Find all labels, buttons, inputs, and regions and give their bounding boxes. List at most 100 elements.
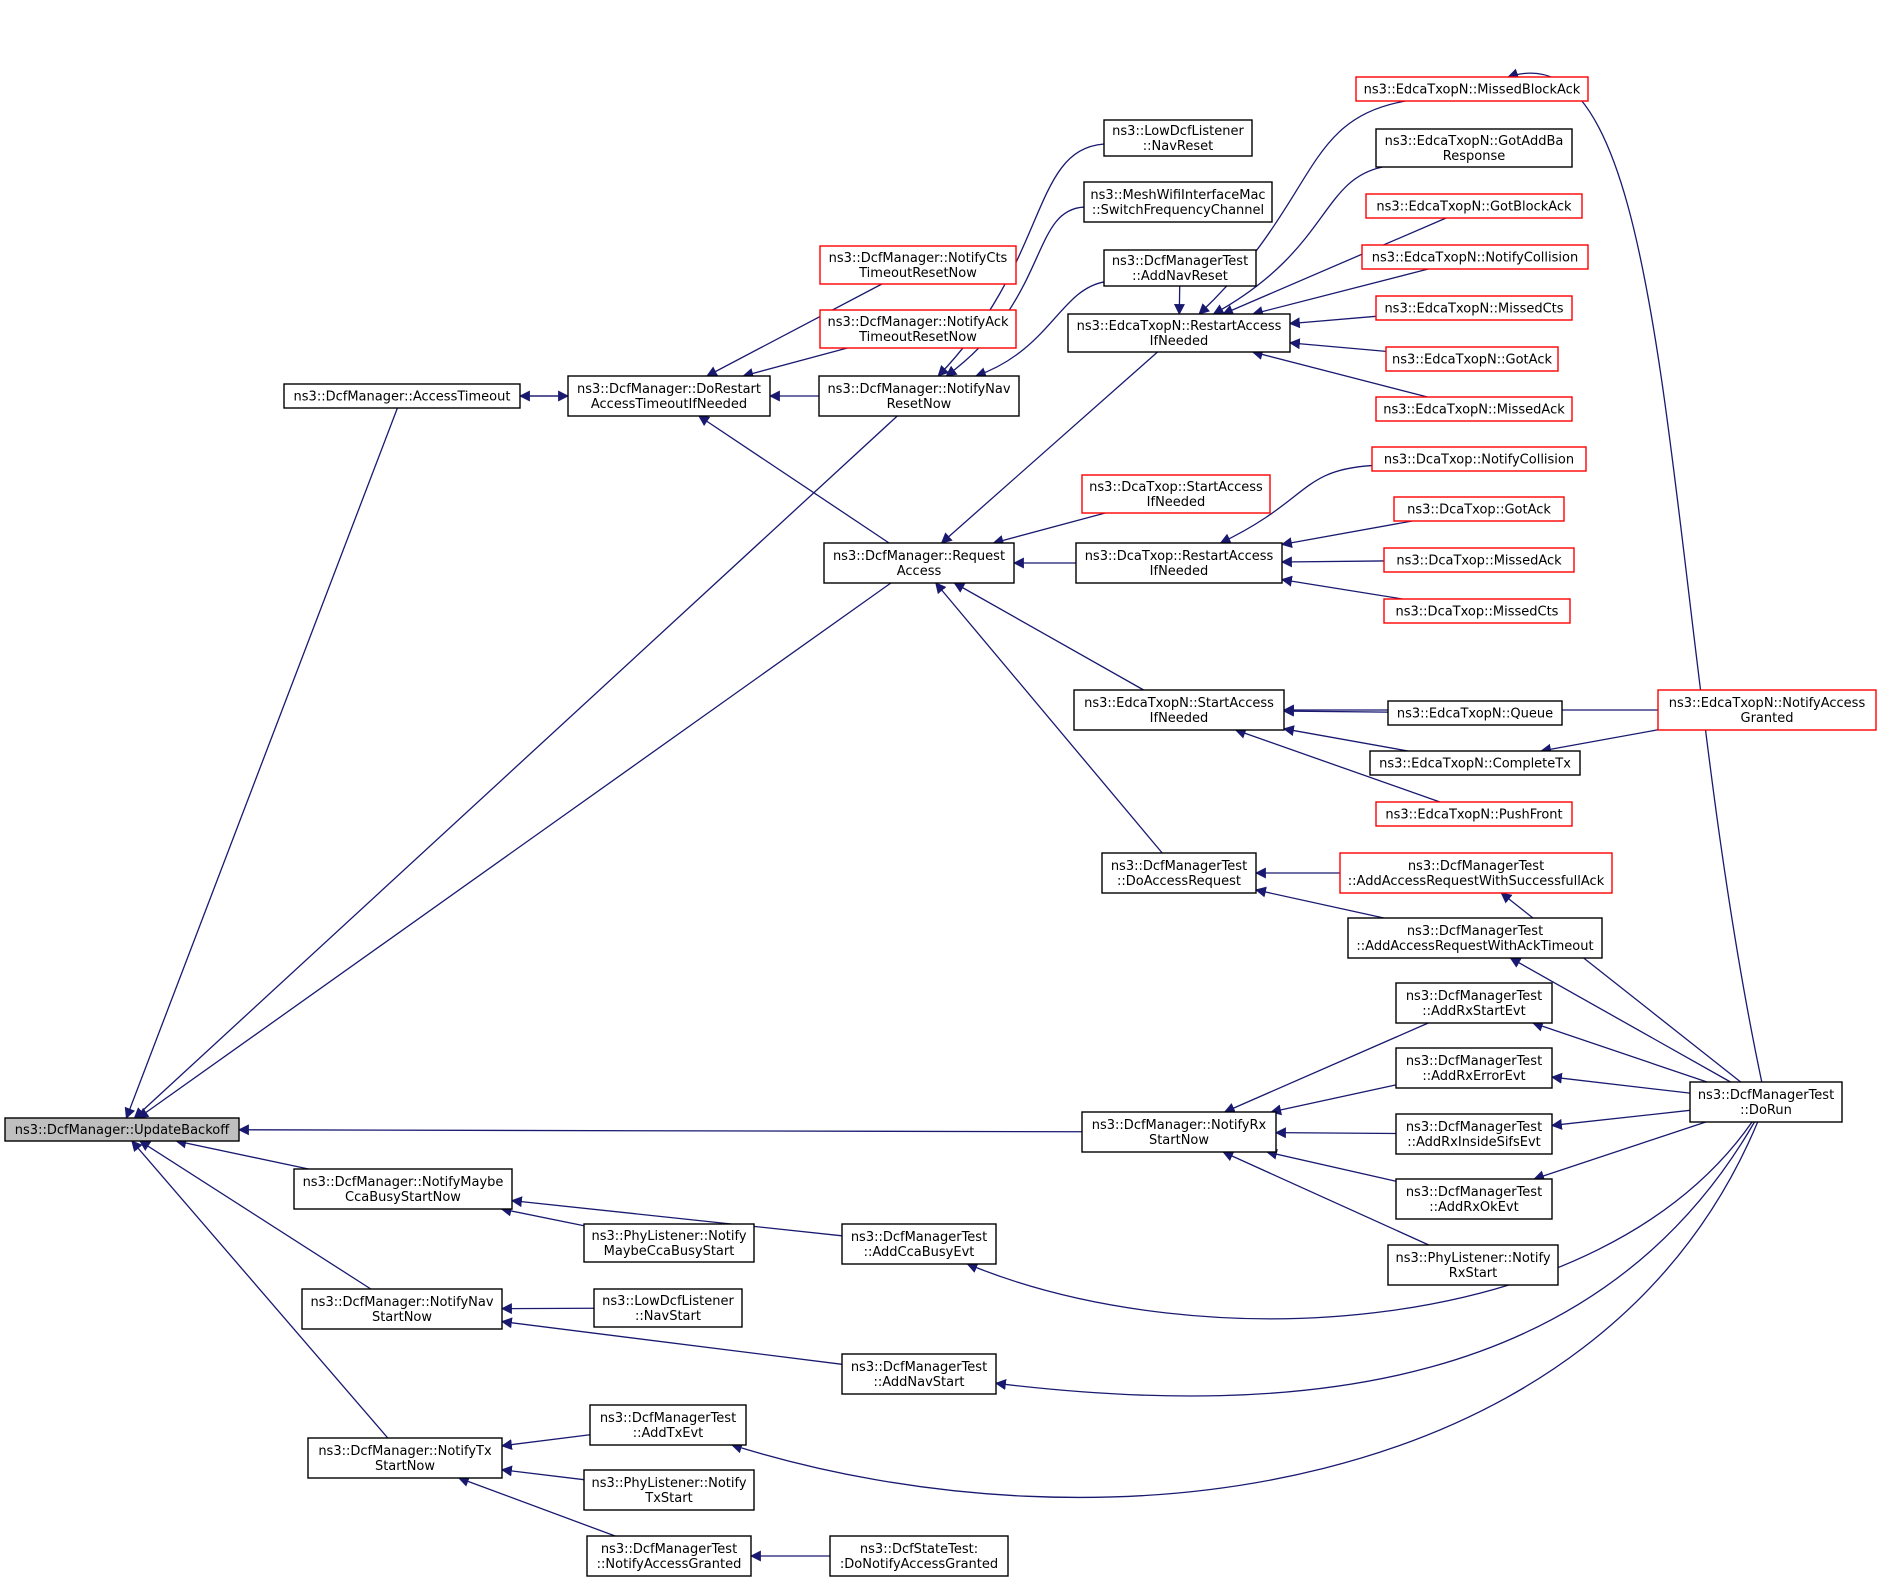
node-doaccessrequest[interactable]: ns3::DcfManagerTest::DoAccessRequest [1101,852,1257,894]
node-addaccessacktimeout[interactable]: ns3::DcfManagerTest::AddAccessRequestWit… [1347,917,1603,959]
edge-edcagotaddba-to-edcarestart [1212,166,1383,315]
node-phymaybecca[interactable]: ns3::PhyListener::NotifyMaybeCcaBusyStar… [583,1223,755,1263]
node-accesstimeout[interactable]: ns3::DcfManager::AccessTimeout [283,383,521,409]
node-addccabusy[interactable]: ns3::DcfManagerTest::AddCcaBusyEvt [841,1223,997,1265]
edge-addnavstart-to-notifynavstart [500,1317,843,1365]
node-edcaqueue[interactable]: ns3::EdcaTxopN::Queue [1387,700,1563,726]
node-box [1073,689,1285,731]
node-meshswitch[interactable]: ns3::MeshWifiInterfaceMac::SwitchFrequen… [1083,181,1273,223]
node-box [1393,496,1565,522]
node-dcamissedcts[interactable]: ns3::DcaTxop::MissedCts [1383,598,1571,624]
node-addtxevt[interactable]: ns3::DcfManagerTest::AddTxEvt [589,1404,747,1446]
node-label: Access [897,564,942,579]
node-edcapushfront[interactable]: ns3::EdcaTxopN::PushFront [1375,801,1573,827]
node-donotifyaccess[interactable]: ns3::DcfStateTest::DoNotifyAccessGranted [829,1535,1009,1577]
node-notifyaccessgranted[interactable]: ns3::DcfManagerTest::NotifyAccessGranted [586,1535,752,1577]
node-box [823,542,1015,584]
node-edcagotblockack[interactable]: ns3::EdcaTxopN::GotBlockAck [1365,193,1583,219]
node-notifycts[interactable]: ns3::DcfManager::NotifyCtsTimeoutResetNo… [819,245,1017,285]
node-box [1375,295,1573,321]
node-addnavstart[interactable]: ns3::DcfManagerTest::AddNavStart [841,1353,997,1395]
node-label: TimeoutResetNow [858,266,977,281]
node-addrxinsidesifs[interactable]: ns3::DcfManagerTest::AddRxInsideSifsEvt [1395,1113,1553,1155]
edge-dorun-to-addrxstart [1531,1020,1708,1083]
node-addrxstart[interactable]: ns3::DcfManagerTest::AddRxStartEvt [1395,982,1553,1024]
node-box [1385,346,1559,372]
node-label: IfNeeded [1147,495,1206,510]
node-edcacompletetx[interactable]: ns3::EdcaTxopN::CompleteTx [1369,750,1581,776]
node-dcanotifycoll[interactable]: ns3::DcaTxop::NotifyCollision [1371,446,1587,472]
node-label: ns3::EdcaTxopN::StartAccess [1084,696,1274,711]
node-label: ns3::DcfManagerTest [1406,1185,1542,1200]
node-label: ns3::DcfManagerTest [1406,1054,1542,1069]
edge-edcastart-to-requestaccess [953,582,1144,691]
node-box [583,1223,755,1263]
node-root[interactable]: ns3::DcfManager::UpdateBackoff [4,1117,240,1142]
node-edcamissedack[interactable]: ns3::EdcaTxopN::MissedAck [1375,396,1573,422]
node-edcanotifyaccess[interactable]: ns3::EdcaTxopN::NotifyAccessGranted [1657,689,1877,731]
node-addaccesssuccess[interactable]: ns3::DcfManagerTest::AddAccessRequestWit… [1339,852,1613,894]
edge-addrxok-to-notifyrxstart [1265,1148,1397,1182]
node-label: ::SwitchFrequencyChannel [1092,203,1264,218]
node-lownavstart[interactable]: ns3::LowDcfListener::NavStart [593,1288,743,1328]
node-box [586,1535,752,1577]
node-label: ns3::DcfManagerTest [851,1230,987,1245]
node-lownavreset[interactable]: ns3::LowDcfListener::NavReset [1103,119,1253,157]
edge-edcagotack-to-edcarestart [1288,338,1387,353]
node-edcanotifycoll[interactable]: ns3::EdcaTxopN::NotifyCollision [1361,244,1589,270]
edge-dorun-to-addaccessacktimeout [1509,957,1731,1083]
edge-notifynavreset-to-root [133,415,898,1119]
node-box [818,375,1020,417]
node-dorestart[interactable]: ns3::DcfManager::DoRestartAccessTimeoutI… [567,375,771,417]
edge-phynotifytx-to-notifytxstart [500,1465,585,1481]
node-box [1083,181,1273,223]
node-label: ::AddRxErrorEvt [1422,1069,1525,1084]
edge-requestaccess-to-dorestart [698,415,890,544]
node-box [1375,128,1573,168]
node-edcamissedblockack[interactable]: ns3::EdcaTxopN::MissedBlockAck [1355,76,1589,102]
node-addnavreset[interactable]: ns3::DcfManagerTest::AddNavReset [1103,249,1257,287]
node-label: ::DoAccessRequest [1117,874,1241,889]
node-label: ns3::DcfStateTest: [860,1542,978,1557]
node-edcagotack[interactable]: ns3::EdcaTxopN::GotAck [1385,346,1559,372]
node-addrxerror[interactable]: ns3::DcfManagerTest::AddRxErrorEvt [1395,1047,1553,1089]
node-box [1365,193,1583,219]
edge-edcagotblockack-to-edcarestart [1222,217,1447,316]
node-box [1355,76,1589,102]
edge-addrxerror-to-notifyrxstart [1270,1084,1397,1116]
node-label: ::DoRun [1740,1103,1792,1118]
edge-dorun-to-addrxerror [1550,1072,1691,1094]
node-label: ns3::DcfManager::NotifyAck [827,315,1009,330]
edge-edcanotifyaccess-to-edcacompletetx [1540,729,1659,755]
node-box [307,1437,503,1479]
edge-accesstimeout-to-root [124,407,399,1120]
node-label: ::AddAccessRequestWithSuccessfullAck [1348,874,1605,889]
node-dcamissedack[interactable]: ns3::DcaTxop::MissedAck [1383,547,1575,573]
node-edcamissedcts[interactable]: ns3::EdcaTxopN::MissedCts [1375,295,1573,321]
node-notifymaybecca[interactable]: ns3::DcfManager::NotifyMaybeCcaBusyStart… [293,1168,513,1210]
node-label: ns3::EdcaTxopN::RestartAccess [1077,319,1282,334]
node-box [1383,598,1571,624]
edge-dorun-to-addccabusy [966,1121,1753,1320]
node-dorun[interactable]: ns3::DcfManagerTest::DoRun [1689,1081,1843,1123]
node-dcagotack[interactable]: ns3::DcaTxop::GotAck [1393,496,1565,522]
node-label: ::AddNavReset [1132,269,1228,284]
node-label: ns3::EdcaTxopN::PushFront [1385,808,1562,823]
edge-notifycts-to-dorestart [706,283,883,377]
node-box [829,1535,1009,1577]
node-addrxok[interactable]: ns3::DcfManagerTest::AddRxOkEvt [1395,1178,1553,1220]
node-notifyack[interactable]: ns3::DcfManager::NotifyAckTimeoutResetNo… [819,309,1017,349]
node-label: Granted [1741,711,1794,726]
